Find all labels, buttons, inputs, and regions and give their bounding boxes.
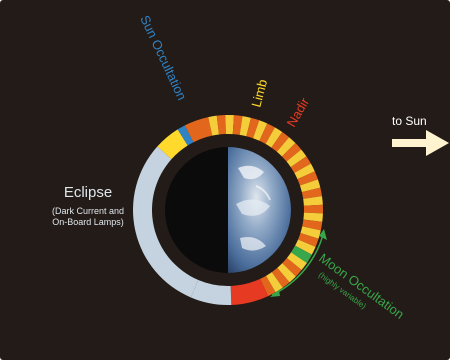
- orbit-ring: [133, 115, 323, 305]
- nadir-stripe-segment: [239, 116, 251, 137]
- moon-occultation-arrow: [270, 229, 327, 297]
- nadir-stripe-segment: [298, 232, 319, 247]
- nadir-stripe-segment: [303, 212, 323, 222]
- lower-stripe-segment: [286, 252, 307, 271]
- nadir-stripe-segment: [252, 120, 268, 141]
- nadir-stripe-segment: [290, 156, 311, 173]
- nadir-label: Nadir: [284, 95, 313, 130]
- nadir-stripe-segment: [216, 115, 226, 135]
- limb-label: Limb: [248, 78, 270, 109]
- nadir-stripe-segment: [300, 226, 321, 239]
- eclipse-subtitle-line2: On-Board Lamps): [52, 217, 124, 227]
- lower-stripe-segment: [260, 275, 276, 297]
- nadir-segment: [230, 278, 269, 305]
- limb-segment: [157, 129, 188, 160]
- sun-occultation-limb-segment: [184, 117, 213, 143]
- lower-stripe-segment: [266, 272, 283, 293]
- nadir-stripe-segment: [276, 137, 296, 157]
- moon-occultation-segment: [291, 245, 312, 264]
- nadir-stripe-segment: [208, 115, 220, 136]
- nadir-stripe-segment: [297, 171, 318, 186]
- nadir-stripe-segment: [246, 117, 260, 139]
- eclipse-title: Eclipse: [64, 184, 112, 201]
- nadir-stripe-segment: [302, 219, 323, 231]
- eclipse-segment: [190, 279, 232, 305]
- earth-half-disc-icon: [165, 147, 291, 273]
- sun-occultation-segment: [177, 125, 194, 146]
- arrow-right-icon: [392, 130, 449, 156]
- eclipse-subtitle-line1: (Dark Current and: [52, 206, 124, 216]
- nadir-stripe-segment: [225, 115, 234, 135]
- lower-stripe-segment: [271, 267, 290, 288]
- eclipse-segment: [133, 146, 199, 298]
- nadir-stripe-segment: [232, 115, 243, 135]
- nadir-stripe-segment: [259, 123, 275, 144]
- lower-stripe-segment: [277, 263, 296, 283]
- nadir-stripe-segment: [286, 149, 307, 168]
- nadir-stripe-segment: [281, 143, 302, 162]
- nadir-stripe-segment: [294, 163, 315, 180]
- nadir-stripe-segment: [303, 204, 323, 214]
- nadir-stripe-segment: [271, 131, 290, 152]
- nadir-stripe-segment: [265, 127, 283, 148]
- lower-stripe-segment: [282, 258, 302, 277]
- sun-occultation-label: Sun Occultation: [137, 13, 189, 103]
- nadir-stripe-segment: [299, 179, 321, 193]
- to-sun-label: to Sun: [392, 114, 427, 128]
- nadir-stripe-segment: [301, 187, 322, 199]
- nadir-stripe-segment: [303, 196, 323, 206]
- nadir-stripe-segment: [295, 239, 316, 255]
